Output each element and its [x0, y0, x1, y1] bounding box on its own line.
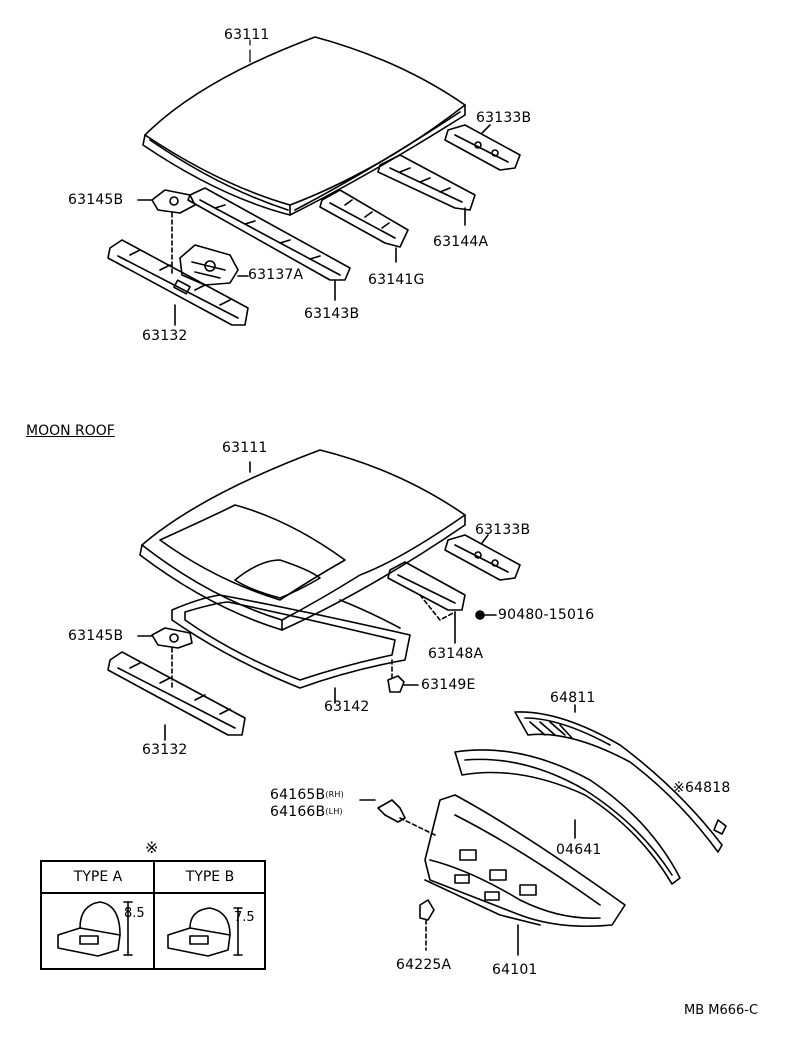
label-upper-63144a: 63144A — [433, 234, 489, 250]
type-table-divider — [153, 862, 155, 968]
type-b-dimension: 7.5 — [234, 910, 255, 925]
rear-weatherstrip — [454, 749, 681, 885]
label-rear-64166b: 64166B(LH) — [270, 804, 343, 820]
label-rear-64166b-num: 64166B — [270, 804, 326, 820]
label-moon-63133b: 63133B — [475, 522, 531, 538]
upper-front-header-rail — [107, 239, 249, 326]
label-rear-64818: ※64818 — [673, 780, 730, 796]
type-b-shape — [167, 907, 243, 957]
label-moon-63132: 63132 — [142, 742, 188, 758]
moon-bracket — [137, 627, 193, 691]
moon-retainer — [387, 675, 419, 693]
moon-front-header-rail — [107, 651, 246, 741]
label-moon-63148a: 63148A — [428, 646, 484, 662]
label-upper-63111: 63111 — [224, 27, 270, 43]
rear-back-panel — [424, 794, 626, 956]
type-b-header: TYPE B — [154, 862, 266, 894]
label-upper-63145b: 63145B — [68, 192, 124, 208]
star-mark: ※ — [673, 780, 685, 796]
rear-lock — [419, 899, 435, 951]
upper-bracket-a — [137, 189, 196, 276]
upper-roof-panel — [142, 36, 466, 216]
moon-roof-title: MOON ROOF — [26, 423, 115, 439]
type-table: TYPE A TYPE B — [40, 860, 266, 970]
label-rear-64165b-num: 64165B — [270, 787, 326, 803]
label-moon-63142: 63142 — [324, 699, 370, 715]
type-table-star: ※ — [145, 838, 159, 857]
label-moon-63145b: 63145B — [68, 628, 124, 644]
label-moon-63149e: 63149E — [421, 677, 476, 693]
label-rear-64818-num: 64818 — [684, 780, 731, 796]
label-upper-63143b: 63143B — [304, 306, 360, 322]
upper-roof-bow-c — [319, 189, 409, 263]
label-upper-63132: 63132 — [142, 328, 188, 344]
moon-frame — [171, 594, 411, 704]
label-moon-63111: 63111 — [222, 440, 268, 456]
moon-reinforce — [387, 561, 497, 644]
label-rear-64101: 64101 — [492, 962, 538, 978]
rear-hinge — [359, 799, 436, 836]
upper-roof-bow-a — [179, 244, 249, 286]
type-a-shape — [57, 901, 133, 957]
label-upper-63141g: 63141G — [368, 272, 425, 288]
upper-rear-rail — [444, 124, 521, 171]
label-upper-63133b: 63133B — [476, 110, 532, 126]
rear-package-tray — [514, 704, 727, 853]
type-a-dimension: 8.5 — [124, 906, 145, 921]
label-rear-lh: (LH) — [325, 807, 343, 816]
label-upper-63137a: 63137A — [248, 267, 304, 283]
label-rear-64165b: 64165B(RH) — [270, 787, 344, 803]
upper-reinforce-a — [377, 154, 476, 226]
label-moon-90480: 90480-15016 — [498, 607, 595, 623]
label-rear-64225a: 64225A — [396, 957, 452, 973]
label-rear-04641: 04641 — [556, 842, 602, 858]
diagram-code: MB M666-C — [684, 1003, 759, 1018]
label-rear-64811: 64811 — [550, 690, 596, 706]
type-a-header: TYPE A — [42, 862, 154, 894]
moon-rear-rail — [444, 534, 521, 581]
label-rear-rh: (RH) — [325, 790, 344, 799]
upper-roof-bow-b — [187, 187, 351, 301]
